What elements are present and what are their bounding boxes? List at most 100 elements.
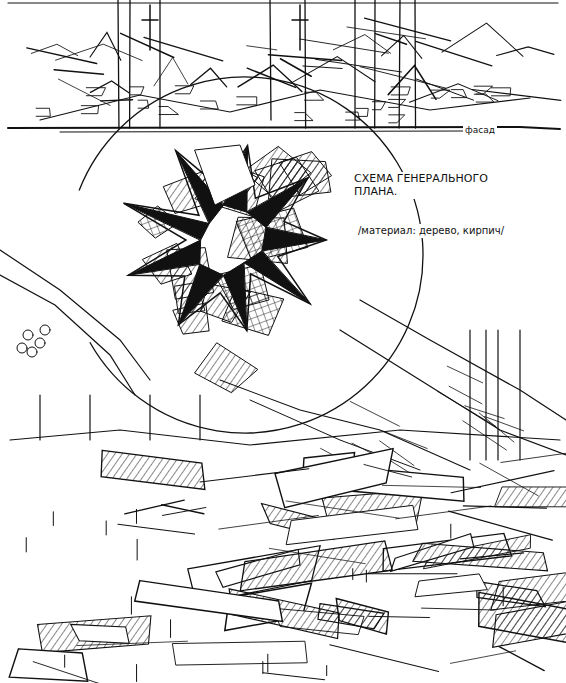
ink-stroke <box>280 59 311 76</box>
roof-line <box>501 449 566 462</box>
contour <box>383 431 427 448</box>
ink-stroke <box>333 35 390 54</box>
frame-line <box>8 2 558 3</box>
roof-line <box>450 651 515 664</box>
wall-line <box>131 597 132 614</box>
tree <box>27 347 37 357</box>
contour <box>447 366 482 383</box>
ink-stroke <box>316 59 402 72</box>
wall-line <box>450 524 451 538</box>
wall-line <box>136 509 137 523</box>
tree <box>17 343 27 353</box>
roof-line <box>33 662 120 683</box>
roof-line <box>118 524 195 534</box>
roof-line <box>451 471 554 493</box>
dark-wing <box>247 178 308 228</box>
window <box>451 90 466 98</box>
dark-wing <box>124 203 209 240</box>
pole <box>485 330 486 460</box>
dark-wing <box>223 263 246 331</box>
ink-stroke <box>303 66 342 69</box>
pole <box>414 0 416 128</box>
window <box>86 88 105 96</box>
window <box>431 90 450 98</box>
roof <box>37 616 150 653</box>
pole <box>354 0 355 128</box>
roof <box>240 541 392 591</box>
roof <box>173 641 307 665</box>
roof <box>101 450 205 489</box>
wall-line <box>64 655 65 667</box>
wall-line <box>267 654 268 672</box>
window <box>389 115 405 123</box>
roof <box>71 624 129 643</box>
roof-line <box>162 505 204 514</box>
roof-line <box>162 507 205 515</box>
roof <box>135 581 283 622</box>
window <box>237 97 257 105</box>
spire <box>299 5 301 50</box>
wall-line <box>503 587 504 606</box>
plan-outline <box>124 145 326 330</box>
roof-line <box>499 647 544 671</box>
window <box>476 94 494 102</box>
roof-line <box>396 506 491 519</box>
roof-line <box>263 673 325 680</box>
ink-stroke <box>268 55 341 61</box>
ink-stroke <box>360 67 445 88</box>
window <box>295 113 313 121</box>
ink-stroke <box>121 33 174 57</box>
ink-stroke <box>54 70 103 75</box>
ink-stroke <box>472 90 561 101</box>
ink-stroke <box>40 90 530 120</box>
pole <box>497 330 498 460</box>
roof-line <box>369 616 430 617</box>
ink-stroke <box>442 23 523 56</box>
roof <box>495 487 566 507</box>
roof-line <box>364 464 412 476</box>
window <box>474 86 492 94</box>
courtyard <box>195 145 255 205</box>
roof-line <box>460 553 523 559</box>
road <box>0 275 135 395</box>
road <box>0 250 150 380</box>
ink-stroke <box>409 84 497 103</box>
contour <box>479 413 514 442</box>
ink-stroke <box>90 81 128 93</box>
ink-stroke <box>381 36 421 59</box>
wall-line <box>170 620 171 638</box>
ink-stroke <box>375 34 406 45</box>
roof-line <box>368 573 457 574</box>
roof-line <box>286 501 399 518</box>
window <box>130 87 144 95</box>
spire <box>142 19 158 21</box>
ink-stroke <box>300 39 388 53</box>
wall-line <box>326 666 327 676</box>
wall-line <box>106 521 107 535</box>
window <box>81 106 98 114</box>
pole <box>304 0 306 128</box>
ink-stroke <box>154 57 188 85</box>
roof <box>477 581 546 606</box>
pole <box>117 0 119 128</box>
contour <box>438 391 496 426</box>
pole <box>519 330 520 460</box>
road <box>340 330 566 455</box>
ink-stroke <box>90 32 121 60</box>
dark-wing <box>128 240 200 275</box>
facade-baseline <box>60 131 470 132</box>
ink-stroke <box>497 47 554 56</box>
pole <box>374 0 376 128</box>
roof <box>9 649 87 681</box>
contour <box>350 401 399 426</box>
pole <box>39 395 40 440</box>
ink-stroke <box>58 79 110 105</box>
ink-stroke <box>364 18 450 41</box>
wall-line <box>352 569 353 580</box>
pole <box>469 330 470 460</box>
ink-stroke <box>247 46 277 50</box>
roof <box>275 449 393 508</box>
tree <box>35 338 45 348</box>
tree <box>23 330 33 340</box>
